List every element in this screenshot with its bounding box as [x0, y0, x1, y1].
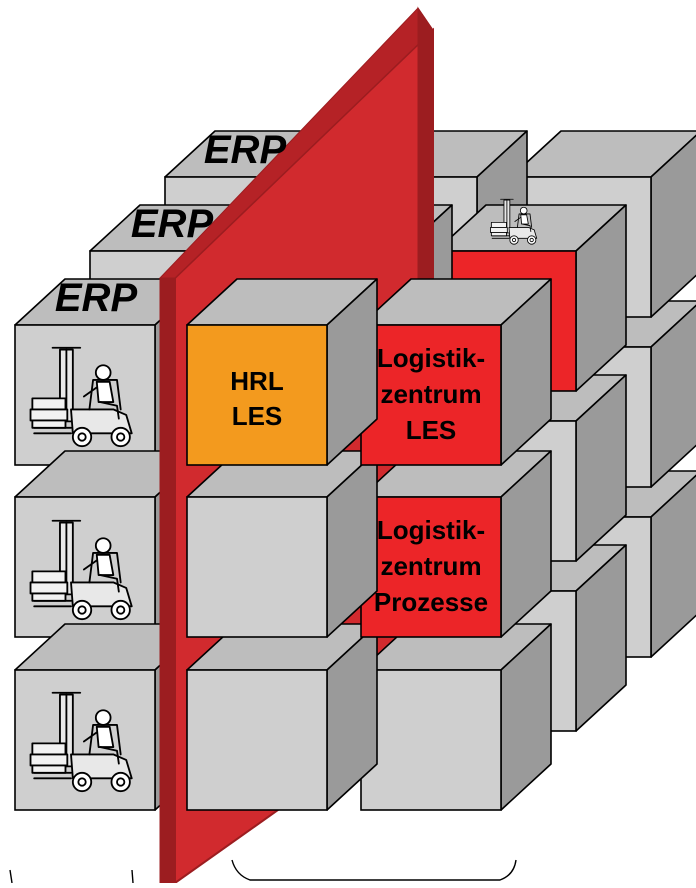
lz-les-line3: LES [406, 415, 457, 445]
lz-proz-line2: zentrum [380, 551, 481, 581]
brace-mark [131, 869, 134, 884]
cube-front-face [186, 496, 328, 638]
lz-proz-line3: Prozesse [374, 587, 488, 617]
cube-front-face [360, 669, 502, 811]
cube-front-face [186, 669, 328, 811]
cube-depth1 [186, 623, 378, 811]
cube-front-face [186, 324, 328, 466]
cube-front-face [360, 496, 502, 638]
lz-les-line1: Logistik- [377, 343, 485, 373]
cube-depth1 [186, 450, 378, 638]
cube-depth1 [186, 278, 378, 466]
cube-front-face [360, 324, 502, 466]
erp-mid: ERP [131, 202, 214, 246]
brace-mark [9, 869, 13, 884]
separator-plane-edge [159, 277, 176, 884]
lz-les-line2: zentrum [380, 379, 481, 409]
lz-proz-line1: Logistik- [377, 515, 485, 545]
hrl-line1: HRL [230, 366, 284, 396]
cube-depth1 [360, 623, 552, 811]
erp-back: ERP [204, 128, 287, 172]
cube-depth1 [360, 278, 552, 466]
hrl-line2: LES [232, 401, 283, 431]
erp-front: ERP [55, 276, 138, 320]
brace-bracket [231, 859, 517, 881]
